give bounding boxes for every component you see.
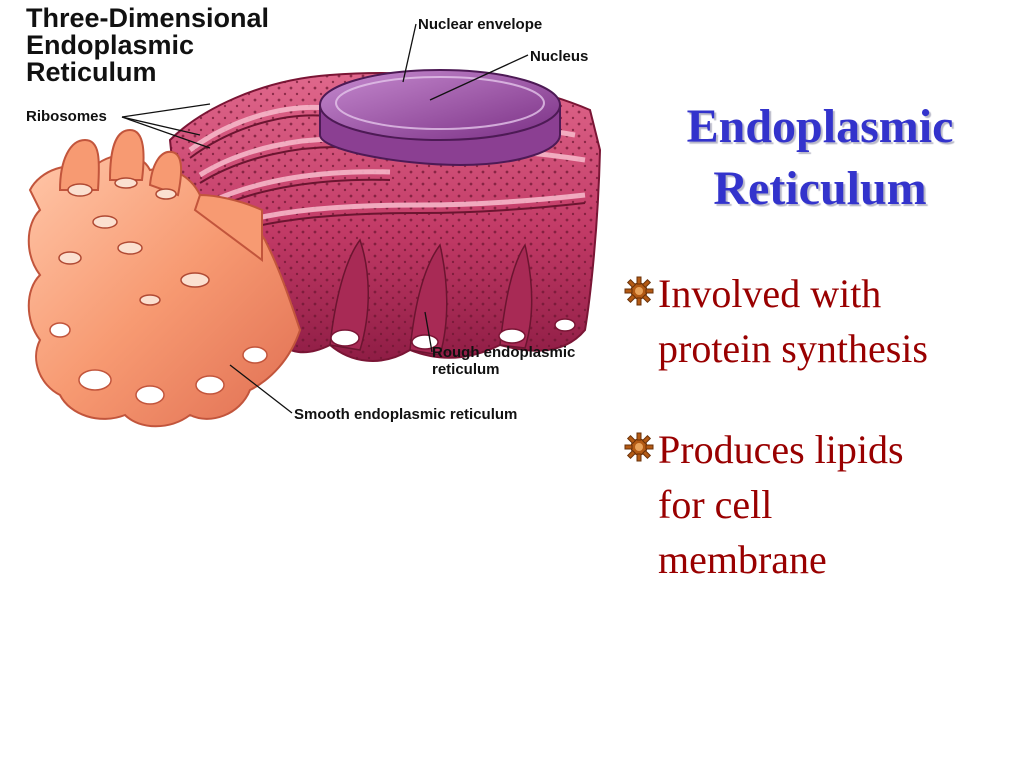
bullet-text: Involved with protein synthesis bbox=[658, 266, 928, 376]
bullet-text-line: Produces lipids bbox=[658, 427, 904, 472]
slide-title: Endoplasmic Reticulum bbox=[640, 96, 1000, 220]
slide-title-line: Endoplasmic bbox=[686, 100, 954, 153]
bullet-item: Produces lipids for cell membrane bbox=[624, 422, 1014, 587]
nucleus-shape bbox=[319, 69, 561, 167]
label-smooth-er: Smooth endoplasmic reticulum bbox=[294, 406, 518, 423]
bullet-text-line: membrane bbox=[658, 537, 827, 582]
bullet-item: Involved with protein synthesis bbox=[624, 266, 1014, 376]
er-figure: Three-Dimensional Endoplasmic Reticulum … bbox=[0, 0, 610, 440]
slide-title-line: Reticulum bbox=[713, 162, 927, 215]
bullet-text: Produces lipids for cell membrane bbox=[658, 422, 904, 587]
label-rough-er-line: reticulum bbox=[432, 361, 500, 378]
label-ribosomes: Ribosomes bbox=[26, 108, 107, 125]
figure-title: Three-Dimensional Endoplasmic Reticulum bbox=[26, 5, 269, 86]
figure-title-line: Reticulum bbox=[26, 57, 157, 87]
figure-title-line: Endoplasmic bbox=[26, 30, 195, 60]
label-nuclear-envelope: Nuclear envelope bbox=[418, 16, 543, 33]
label-rough-er-line: Rough endoplasmic bbox=[432, 344, 576, 361]
label-rough-er: Rough endoplasmic reticulum bbox=[432, 344, 575, 378]
er-illustration bbox=[27, 23, 602, 428]
label-nucleus: Nucleus bbox=[530, 48, 589, 65]
figure-title-line: Three-Dimensional bbox=[26, 3, 270, 33]
bullet-text-line: for cell bbox=[658, 482, 773, 527]
bullet-text-line: protein synthesis bbox=[658, 326, 928, 371]
gear-bullet-icon bbox=[624, 266, 658, 311]
gear-bullet-icon bbox=[624, 422, 658, 467]
bullet-text-line: Involved with bbox=[658, 271, 882, 316]
